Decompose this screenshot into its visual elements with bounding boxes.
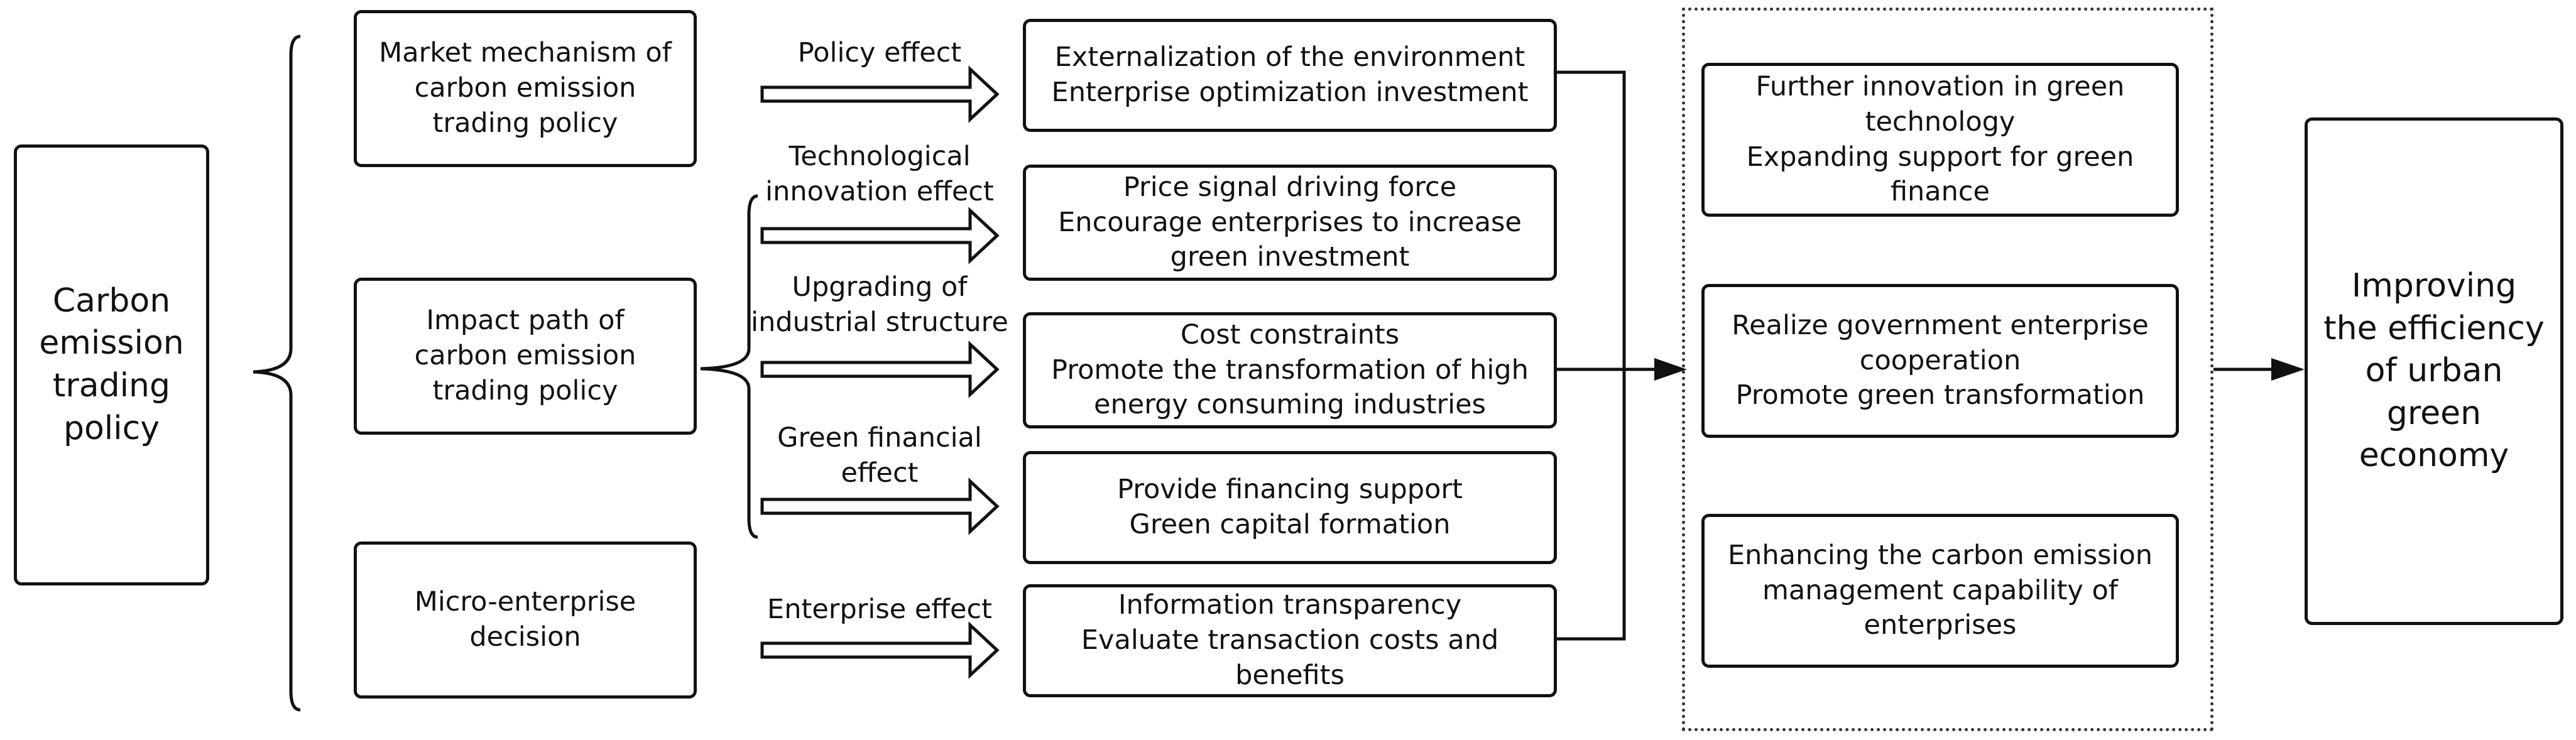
effect-line: Green financial [777,422,982,454]
category-line: trading policy [432,374,618,406]
effect-label-industry: Upgrading of industrial structure [741,270,1018,340]
category-micro-enterprise: Micro-enterprise decision [354,541,697,699]
source-line: Carbon [52,281,171,320]
result-node: Improving the efficiency of urban green … [2305,117,2563,625]
outcome-line: Further innovation in green [1755,70,2125,102]
outcome-management-capability: Enhancing the carbon emission management… [1701,514,2179,668]
mechanism-environment: Externalization of the environment Enter… [1023,19,1557,132]
effect-line: Technological [789,141,971,172]
outcome-government-cooperation: Realize government enterprise cooperatio… [1701,284,2179,438]
arrowhead-to-outcomes [1654,358,1687,381]
result-line: green [2386,394,2482,432]
outcome-group-frame [1682,8,2213,731]
hollow-arrow-finance [760,477,1000,535]
category-line: carbon emission [414,340,636,372]
outcome-line: Realize government enterprise [1732,309,2149,341]
category-line: trading policy [432,107,618,139]
merge-line-top [1557,70,1626,641]
mechanism-line: Promote the transformation of high [1051,354,1529,386]
mechanism-line: Externalization of the environment [1054,41,1525,73]
mechanism-line: Green capital formation [1129,509,1451,540]
category-market-mechanism: Market mechanism of carbon emission trad… [354,10,697,167]
mechanism-line: Cost constraints [1180,318,1400,351]
outcome-line: finance [1890,176,1990,208]
mechanism-information: Information transparency Evaluate transa… [1023,584,1557,697]
mechanism-line: green investment [1170,241,1410,273]
category-line: carbon emission [414,72,636,104]
mechanism-line: Provide financing support [1117,474,1463,506]
outcome-green-innovation: Further innovation in green technology E… [1701,63,2179,217]
result-line: the efficiency [2323,309,2545,347]
effect-line: industrial structure [751,306,1008,338]
source-line: policy [63,409,160,447]
result-line: Improving [2351,267,2517,305]
hollow-arrow-technology [760,207,1000,264]
effect-label-policy: Policy effect [754,36,1005,71]
hollow-arrow-industry [760,340,1000,398]
mechanism-line: benefits [1235,659,1345,691]
source-line: emission [39,324,184,362]
effect-label-enterprise: Enterprise effect [741,592,1018,628]
category-impact-path: Impact path of carbon emission trading p… [354,278,697,435]
outcome-line: cooperation [1859,344,2021,376]
category-line: Micro-enterprise [414,586,636,618]
effect-line: Policy effect [797,37,962,68]
outcome-line: Expanding support for green [1746,141,2134,173]
hollow-arrow-enterprise [760,621,1000,679]
source-node: Carbon emission trading policy [14,144,209,585]
hollow-arrow-policy [760,65,1000,123]
mechanism-line: Enterprise optimization investment [1051,77,1529,108]
mechanism-line: Encourage enterprises to increase [1058,206,1522,238]
outcome-line: management capability of [1762,574,2118,606]
mechanism-financing: Provide financing support Green capital … [1023,451,1557,564]
arrowhead-to-result [2271,358,2305,381]
outcome-line: enterprises [1864,609,2017,641]
middle-brace [700,194,758,539]
mechanism-line: Price signal driving force [1123,171,1457,203]
category-line: decision [469,621,581,653]
source-line: trading [52,367,171,405]
result-line: economy [2359,437,2509,475]
effect-line: effect [841,457,919,489]
result-line: of urban [2365,352,2503,390]
outcome-line: Promote green transformation [1735,379,2145,411]
effect-line: Upgrading of [792,271,968,303]
category-line: Market mechanism of [379,37,672,69]
mechanism-price-signal: Price signal driving force Encourage ent… [1023,165,1557,281]
mechanism-line: energy consuming industries [1094,389,1486,421]
outcome-line: technology [1865,106,2016,138]
outcome-line: Enhancing the carbon emission [1727,539,2153,571]
effect-line: innovation effect [765,175,994,207]
mechanism-line: Evaluate transaction costs and [1081,624,1499,656]
category-line: Impact path of [426,305,625,337]
mechanism-line: Information transparency [1118,589,1462,621]
effect-line: Enterprise effect [767,594,992,625]
effect-label-finance: Green financial effect [741,421,1018,491]
left-brace [253,35,301,712]
effect-label-technology: Technological innovation effect [741,139,1018,210]
mechanism-cost-constraints: Cost constraints Promote the transformat… [1023,312,1557,428]
